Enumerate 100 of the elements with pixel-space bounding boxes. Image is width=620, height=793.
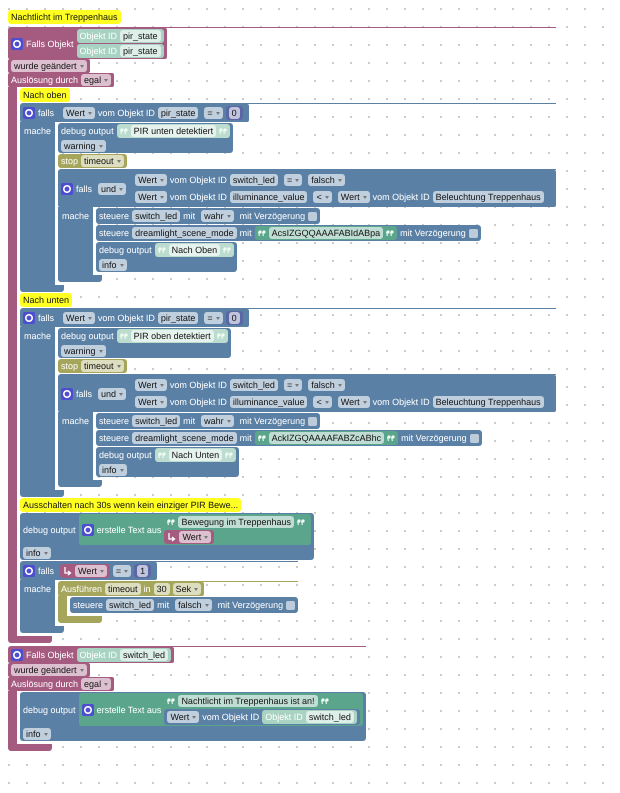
block-label: steuere — [99, 432, 130, 444]
debug-output-block — [96, 242, 238, 272]
text-block — [254, 431, 398, 445]
debug-output-block — [58, 123, 234, 153]
block-label: vom Objekt ID — [372, 191, 430, 203]
variable-block — [164, 530, 214, 544]
value-field: switch_led — [132, 210, 180, 222]
block-label: mache — [24, 125, 52, 137]
block-label: vom Objekt ID — [372, 396, 430, 408]
dropdown-field: Wert — [135, 379, 167, 391]
dropdown-field: und — [98, 388, 126, 400]
boolean-block — [198, 414, 237, 428]
comment-note — [20, 88, 70, 102]
dropdown-field: wahr — [201, 210, 234, 222]
text-block — [254, 226, 398, 240]
value-field: pir_state — [120, 30, 161, 42]
boolean-block — [305, 173, 348, 187]
block-label: mit Verzögerung — [240, 415, 306, 427]
object-id-block — [262, 710, 357, 724]
dropdown-field: egal — [81, 678, 112, 690]
join-text-block — [78, 514, 312, 545]
if-block — [58, 169, 556, 282]
block-label: Ausschalten nach 30s wenn kein einziger PIR Bewe... — [23, 499, 238, 511]
dropdown-field: = — [284, 379, 302, 391]
dropdown-field: Wert — [179, 531, 212, 543]
state-value-block — [132, 378, 281, 392]
block-label: steuere — [99, 210, 130, 222]
block-label: falls — [38, 565, 54, 577]
state-value-block — [164, 709, 360, 725]
block-label: mit — [183, 415, 196, 427]
block-label: mit — [183, 210, 196, 222]
object-id-block — [76, 648, 172, 662]
dropdown-field: Wert — [135, 396, 167, 408]
timeout-block — [58, 581, 298, 623]
value-field: Beleuchtung Treppenhaus — [432, 191, 544, 203]
comment-note — [20, 498, 242, 512]
dropdown-field: Wert — [338, 191, 370, 203]
dropdown-field: info — [99, 259, 127, 271]
dropdown-field: < — [313, 396, 332, 408]
if-block — [20, 308, 556, 497]
state-value-block — [132, 173, 281, 187]
object-id-block — [76, 44, 164, 58]
block-label: debug output — [61, 330, 114, 342]
block-label: debug output — [99, 244, 152, 256]
block-label: Objekt ID — [80, 45, 118, 57]
value-field: illuminance_value — [230, 191, 308, 203]
value-field: switch_led — [230, 379, 278, 391]
dropdown-field: Wert — [338, 396, 370, 408]
value-field: illuminance_value — [230, 396, 308, 408]
value-field: AckIZGQAAAAFABZcABhc — [268, 432, 384, 444]
block-label: Objekt ID — [80, 649, 118, 661]
dropdown-field: falsch — [308, 174, 345, 186]
block-label: debug output — [61, 125, 114, 137]
block-label: debug output — [99, 449, 152, 461]
block-label: vom Objekt ID — [170, 396, 227, 408]
dropdown-field: falsch — [308, 379, 345, 391]
value-field: dreamlight_scene_mode — [132, 227, 237, 239]
block-label: vom Objekt ID — [170, 379, 227, 391]
block-label: steuere — [73, 599, 104, 611]
block-label: vom Objekt ID — [170, 174, 227, 186]
block-label: falls — [38, 312, 54, 324]
dropdown-field: falsch — [175, 599, 212, 611]
block-label: falls — [76, 388, 92, 400]
block-label: mache — [24, 330, 52, 342]
event-block — [8, 646, 366, 751]
text-block — [154, 243, 234, 257]
block-label: Falls Objekt — [26, 649, 74, 661]
stop-timer-block — [58, 359, 127, 373]
block-label: erstelle Text aus — [96, 524, 162, 536]
dropdown-field: warning — [61, 140, 106, 152]
block-label: mache — [24, 583, 52, 595]
block-label: mache — [62, 210, 90, 222]
block-label: Falls Objekt — [26, 38, 74, 50]
block-label: erstelle Text aus — [96, 704, 162, 716]
boolean-block — [198, 209, 237, 223]
block-label: vom Objekt ID — [98, 312, 155, 324]
block-label: mit Verzögerung — [401, 432, 467, 444]
value-field: pir_state — [120, 45, 161, 57]
stop-timer-block — [58, 154, 127, 168]
dropdown-field: Wert — [135, 191, 167, 203]
block-label: mit — [240, 227, 252, 239]
if-block — [58, 374, 556, 487]
dropdown-field: Wert — [135, 174, 167, 186]
value-field: AcsIZGQQAAAFABIdABpa — [268, 227, 384, 239]
text-block — [116, 329, 228, 343]
debug-output-block — [20, 513, 314, 560]
block-label: debug output — [23, 704, 76, 716]
dropdown-field: = — [204, 107, 223, 119]
number-block — [226, 311, 243, 325]
comment-note — [8, 10, 121, 24]
block-label: Nach oben — [23, 89, 67, 101]
set-state-block — [96, 208, 320, 224]
block-label: Auslösung durch — [11, 74, 78, 86]
block-label: stop — [61, 155, 78, 167]
dropdown-field: = — [284, 174, 302, 186]
value-field: Bewegung im Treppenhaus — [178, 516, 294, 528]
block-label: mit Verzögerung — [218, 599, 284, 611]
debug-output-block — [58, 328, 231, 358]
dropdown-field: = — [204, 312, 223, 324]
comment-note — [20, 293, 72, 307]
